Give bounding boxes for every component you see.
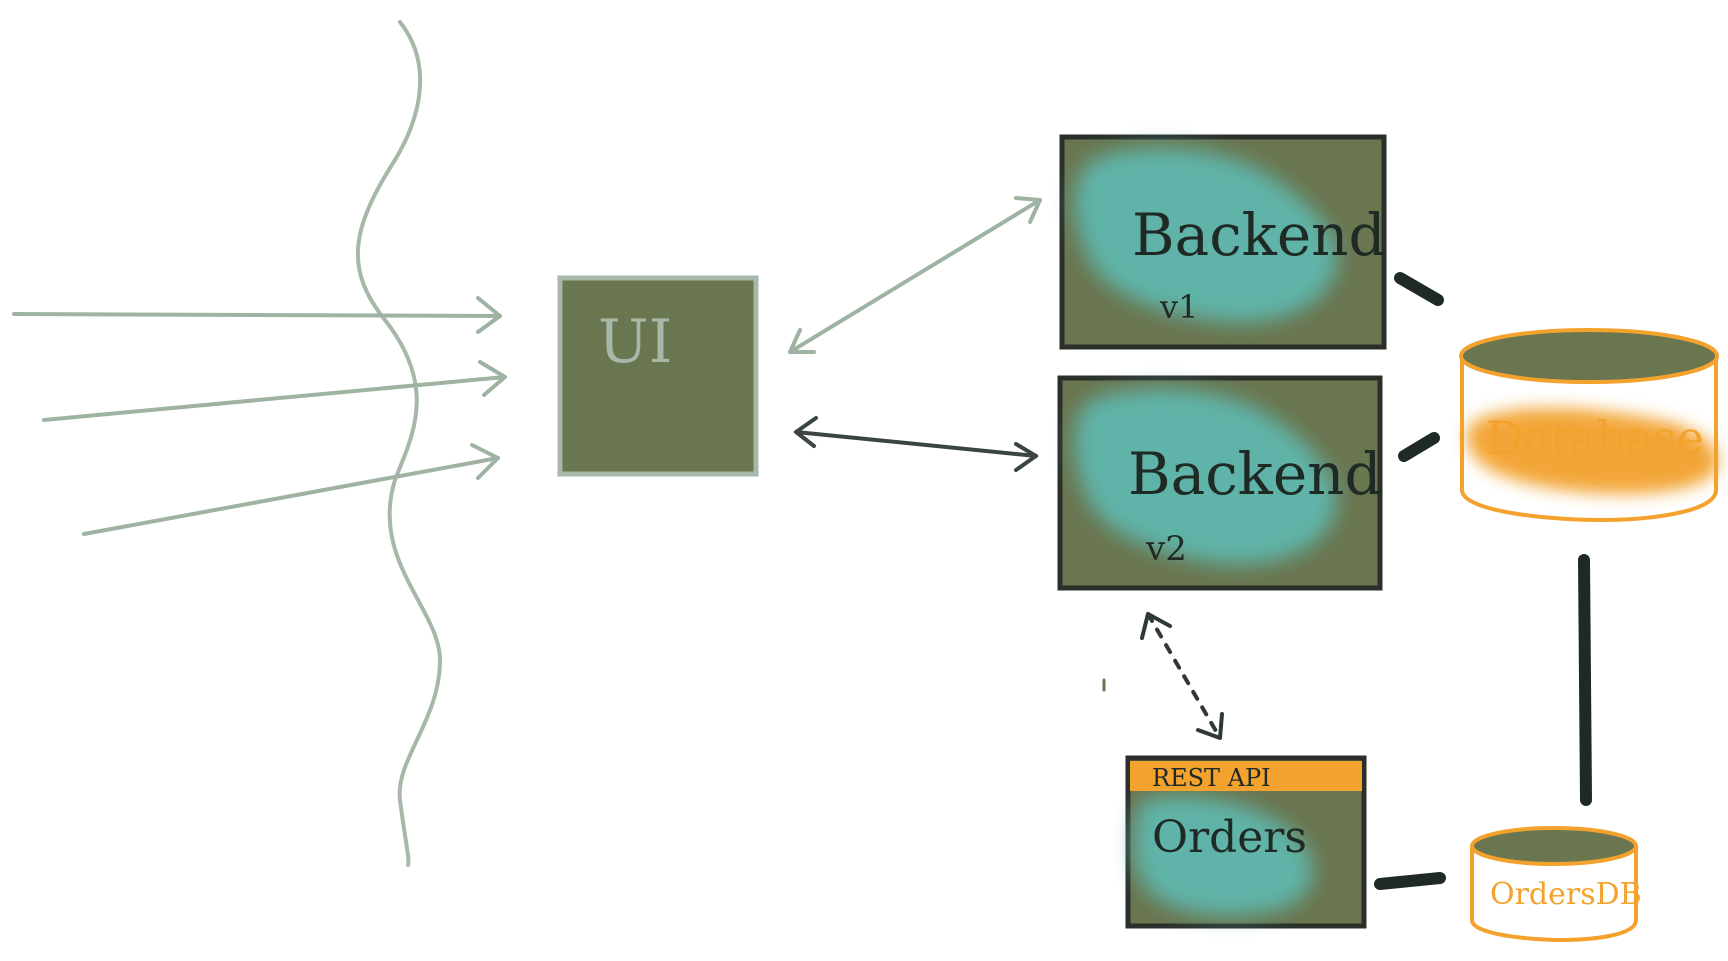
orders-header-bar [1130, 761, 1362, 791]
backend-v1-node[interactable]: Backend v1 [1059, 134, 1387, 350]
orders-label: Orders [1152, 812, 1307, 863]
database-node[interactable]: Database [1459, 328, 1719, 523]
orders-db-label: OrdersDB [1490, 877, 1642, 912]
teal-cloud [1074, 388, 1337, 565]
orders-db-node[interactable]: OrdersDB [1470, 826, 1642, 943]
backend-v2-node[interactable]: Backend v2 [1057, 375, 1383, 591]
ui-backend-v2-arrow [794, 416, 1038, 472]
orders-ordersdb-link [1374, 872, 1446, 890]
database-ordersdb-link [1578, 554, 1592, 806]
db-connections [1374, 272, 1592, 890]
orange-cloud [1466, 407, 1719, 495]
arrow-right-icon [12, 312, 502, 318]
arrow-right-icon [476, 296, 502, 334]
arrow-right-icon [42, 375, 507, 422]
backend-v1-db-link [1394, 272, 1444, 306]
database-cylinder-icon [1470, 846, 1638, 943]
arrow-right-icon [82, 456, 500, 536]
backend-orders-dotted-arrow [1102, 612, 1224, 740]
ui-label: UI [598, 307, 672, 377]
teal-cloud [1133, 796, 1313, 916]
ui-node[interactable]: UI [557, 275, 759, 477]
arrow-right-icon [478, 360, 507, 397]
orders-header-label: REST API [1152, 764, 1271, 792]
backend-v2-version: v2 [1145, 529, 1187, 569]
orders-db-top [1470, 826, 1638, 866]
database-top [1459, 328, 1719, 384]
backend-v1-label: Backend [1132, 201, 1386, 269]
backend-v2-db-link [1398, 432, 1440, 462]
database-label: Database [1486, 411, 1704, 465]
orders-node[interactable]: REST API Orders [1125, 755, 1367, 929]
backend-v1-version: v1 [1159, 288, 1198, 326]
backend-v2-label: Backend [1128, 440, 1382, 508]
arrow-right-icon [470, 443, 500, 480]
teal-cloud [1074, 147, 1338, 323]
boundary-wave-line [355, 20, 443, 867]
incoming-arrows [12, 296, 507, 536]
ui-backend-v1-arrow [788, 196, 1042, 354]
